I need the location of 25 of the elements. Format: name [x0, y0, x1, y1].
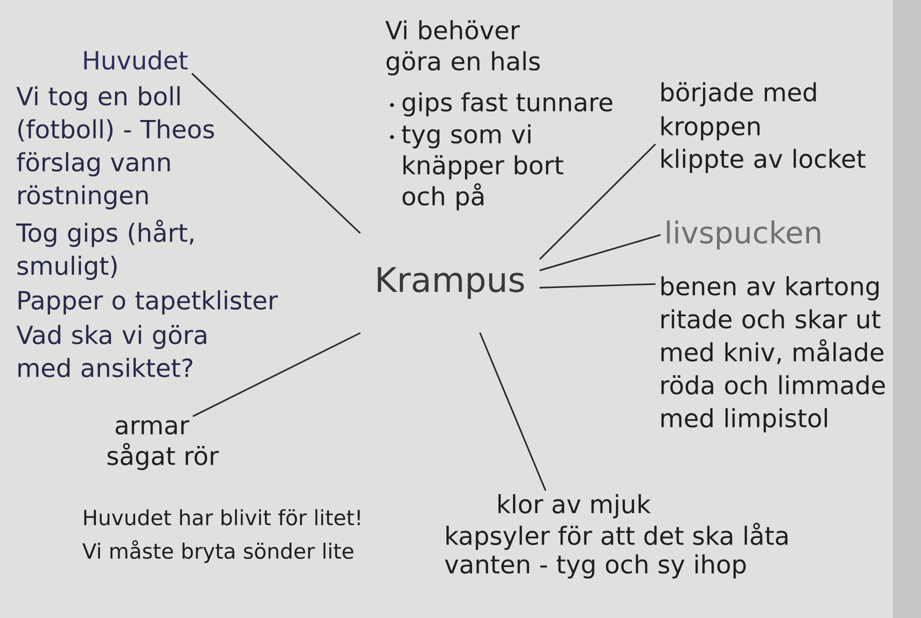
branch-line [539, 234, 661, 272]
note-text: Tog gips (hårt, smuligt) [16, 220, 194, 280]
note-text: sågat rör [108, 442, 219, 470]
branch-line [479, 332, 546, 491]
note-text: klippte av locket [661, 148, 866, 173]
branch-line [539, 283, 656, 289]
branch-line [539, 144, 656, 260]
note-text: tyg som vi knäpper bort och på [402, 124, 564, 210]
branch-line [192, 73, 361, 234]
note-text: gips fast tunnare [402, 92, 612, 116]
note-text: Vi tog en boll (fotboll) - Theos förslag vann röstningen [16, 86, 214, 210]
branch-label: livspucken [667, 220, 820, 250]
branch-label: Huvudet [84, 50, 188, 70]
note-text: Vad ska vi göra med ansiktet? [16, 324, 206, 378]
note-text: Vi måste bryta sönder lite [82, 540, 354, 563]
central-topic: Krampus [378, 267, 524, 299]
note-text: Huvudet har blivit för litet! [84, 509, 360, 526]
branch-label: klor av mjuk [498, 494, 651, 518]
branch-label: benen av kartong ritade och skar ut med kniv, målade röda och limmade med limpistol [661, 276, 885, 432]
note-text: vanten - tyg och sy ihop [444, 554, 746, 579]
branch-line [192, 332, 361, 417]
note-text: Vi behöver göra en hals [385, 20, 540, 76]
note-text: kapsyler för att det ska låta [446, 522, 788, 550]
branch-label: armar [116, 420, 190, 435]
note-text: Papper o tapetklister [18, 290, 278, 315]
